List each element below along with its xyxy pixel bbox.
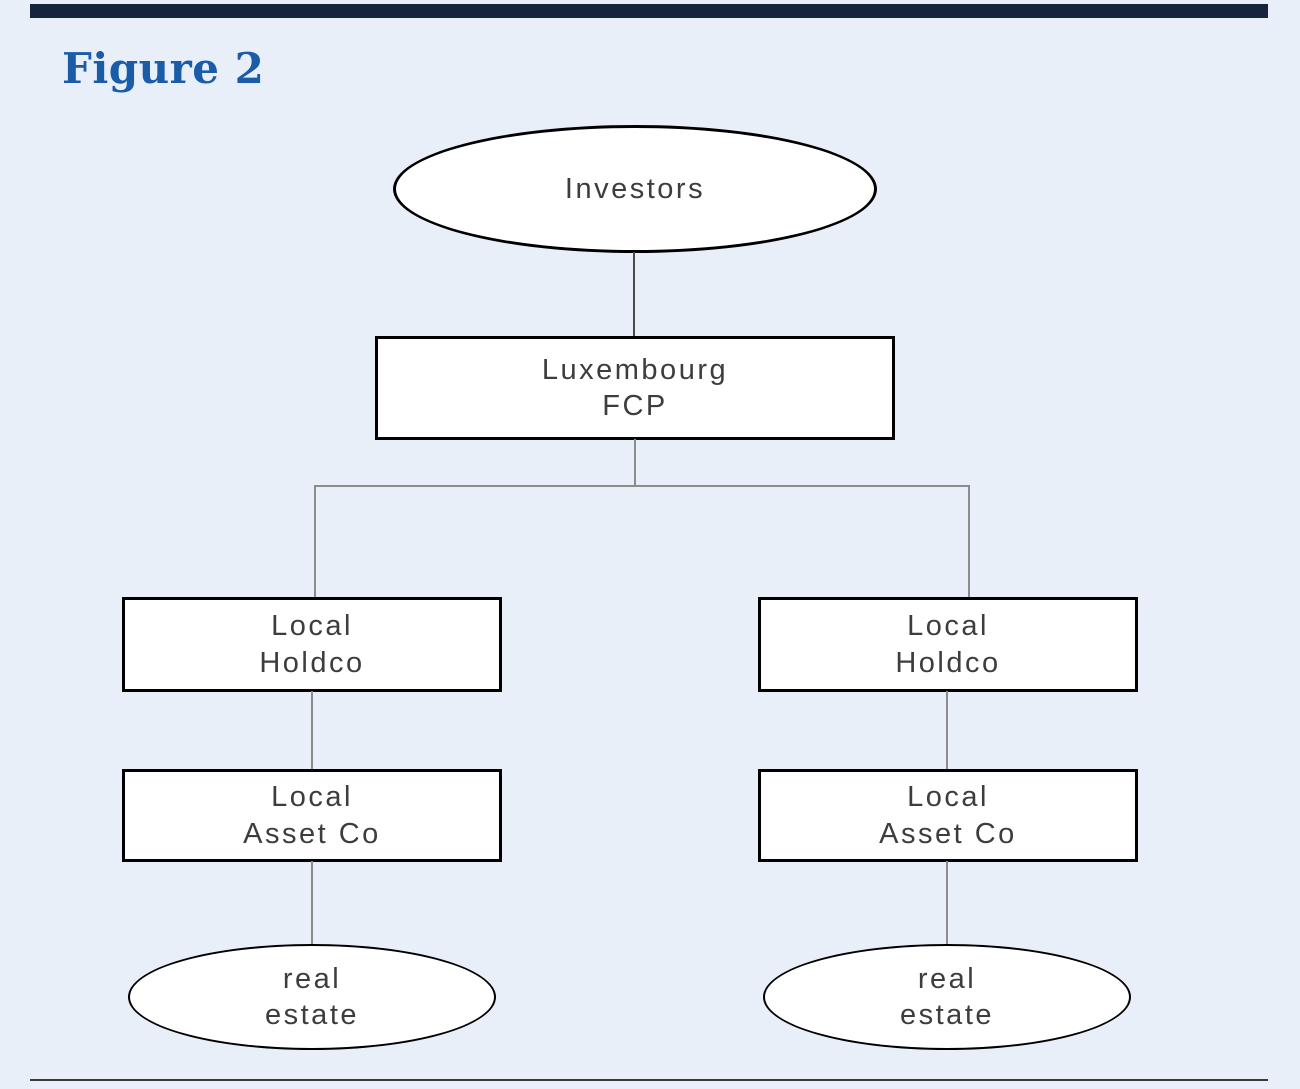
connector-drop-left [314,485,316,599]
node-local-holdco-right-line1: Local [907,610,989,643]
bottom-rule [30,1079,1268,1081]
connector-assetco-realestate-right [946,861,948,946]
node-local-assetco-right: Local Asset Co [758,769,1138,862]
node-local-assetco-left: Local Asset Co [122,769,502,862]
node-local-assetco-left-line2: Asset Co [243,817,381,850]
node-real-estate-left: real estate [128,944,496,1050]
connector-investors-fcp [633,252,635,338]
node-real-estate-right-line2: estate [900,999,994,1031]
node-real-estate-right: real estate [763,944,1131,1050]
connector-holdco-assetco-left [311,691,313,771]
top-rule [30,4,1268,18]
node-investors: Investors [393,125,877,253]
node-local-holdco-left-line1: Local [271,610,353,643]
connector-holdco-assetco-right [946,691,948,771]
node-real-estate-right-line1: real [917,962,977,995]
connector-assetco-realestate-left [311,861,313,946]
node-local-holdco-left: Local Holdco [122,597,502,692]
connector-branch-horizontal [314,485,970,487]
node-local-assetco-right-line1: Local [907,781,989,814]
node-local-assetco-left-line1: Local [271,781,353,814]
node-luxembourg-fcp-line1: Luxembourg [541,353,729,386]
node-local-assetco-right-line2: Asset Co [879,817,1017,850]
node-local-holdco-right: Local Holdco [758,597,1138,692]
node-real-estate-left-line1: real [282,962,342,995]
node-luxembourg-fcp: Luxembourg FCP [375,336,895,440]
connector-fcp-down [634,439,636,487]
figure-title: Figure 2 [62,44,265,93]
node-real-estate-left-line2: estate [265,999,359,1031]
node-investors-label: Investors [564,172,706,205]
node-local-holdco-right-line2: Holdco [895,646,1001,679]
node-local-holdco-left-line2: Holdco [259,646,365,679]
connector-drop-right [968,485,970,599]
node-luxembourg-fcp-line2: FCP [602,390,668,422]
